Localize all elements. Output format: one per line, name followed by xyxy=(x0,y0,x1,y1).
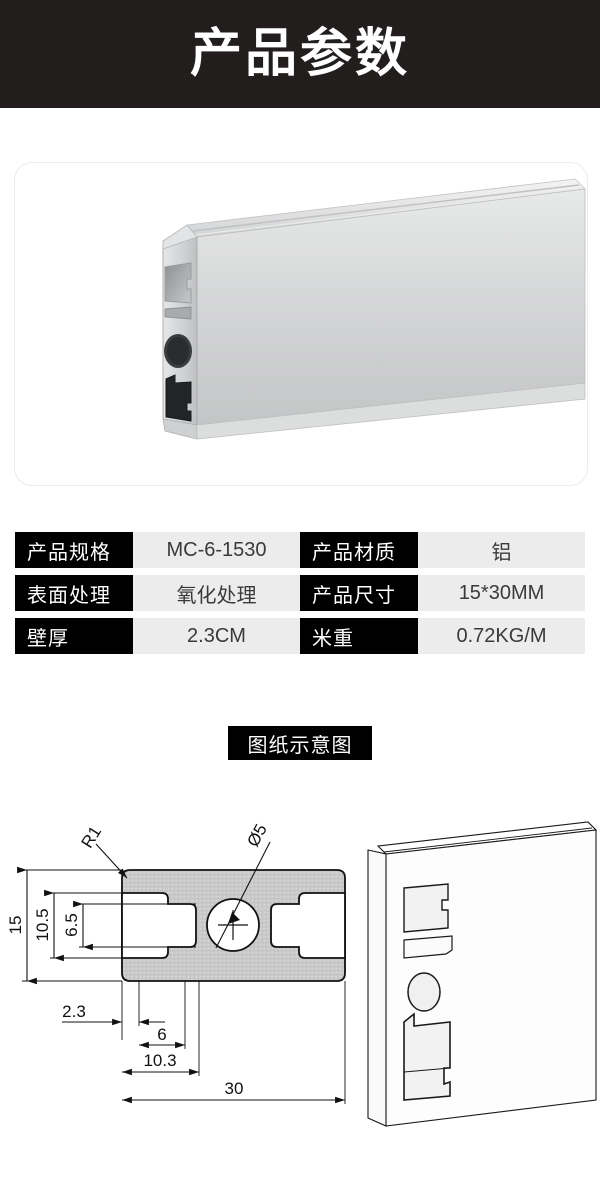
dimension-label-15: 15 xyxy=(6,916,25,935)
dimension-slot-outer-width: 10.3 xyxy=(122,981,200,1076)
spec-label-cell: 表面处理 xyxy=(15,575,133,611)
dimension-label-10-5: 10.5 xyxy=(33,908,52,941)
dimension-slot-inner-height: 6.5 xyxy=(62,900,196,951)
dimension-label-6-5: 6.5 xyxy=(62,913,81,937)
dimension-label-10-3: 10.3 xyxy=(143,1051,176,1070)
page-title: 产品参数 xyxy=(189,25,410,83)
page-header-banner: 产品参数 xyxy=(0,0,600,108)
spec-label-cell: 壁厚 xyxy=(15,618,133,654)
product-photo-image xyxy=(162,178,586,440)
spec-value-cell: 0.72KG/M xyxy=(418,618,585,654)
table-row: 表面处理 氧化处理 产品尺寸 15*30MM xyxy=(15,575,585,611)
spec-label-cell: 产品材质 xyxy=(300,532,418,568)
spec-value-cell: 铝 xyxy=(418,532,585,568)
spec-value-cell: 氧化处理 xyxy=(133,575,300,611)
profile-isometric-view xyxy=(367,821,598,1127)
specification-table: 产品规格 MC-6-1530 产品材质 铝 表面处理 氧化处理 产品尺寸 15*… xyxy=(15,532,585,654)
spec-value-cell: 2.3CM xyxy=(133,618,300,654)
dimension-slot-outer-height: 10.5 xyxy=(33,889,122,962)
dimension-slot-inner-width: 6 xyxy=(139,981,186,1049)
dimension-label-6: 6 xyxy=(157,1025,166,1044)
table-row: 产品规格 MC-6-1530 产品材质 铝 xyxy=(15,532,585,568)
spec-value-cell: 15*30MM xyxy=(418,575,585,611)
drawing-section-label: 图纸示意图 xyxy=(228,726,372,760)
profile-cross-section xyxy=(121,869,346,982)
dimension-label-2-3: 2.3 xyxy=(62,1002,86,1021)
technical-drawing: 15 10.5 6.5 R1 Ø5 xyxy=(0,800,600,1160)
dimension-label-r1: R1 xyxy=(78,823,106,852)
product-photo-card xyxy=(14,162,588,486)
table-row: 壁厚 2.3CM 米重 0.72KG/M xyxy=(15,618,585,654)
spec-value-cell: MC-6-1530 xyxy=(133,532,300,568)
dimension-overall-width: 30 xyxy=(122,981,346,1104)
dimension-label-diameter-5: Ø5 xyxy=(243,821,270,850)
spec-label-cell: 米重 xyxy=(300,618,418,654)
spec-label-cell: 产品规格 xyxy=(15,532,133,568)
spec-label-cell: 产品尺寸 xyxy=(300,575,418,611)
dimension-wall-thickness: 2.3 xyxy=(62,981,165,1040)
dimension-label-30: 30 xyxy=(225,1079,244,1098)
dimension-overall-height: 15 xyxy=(6,866,122,985)
